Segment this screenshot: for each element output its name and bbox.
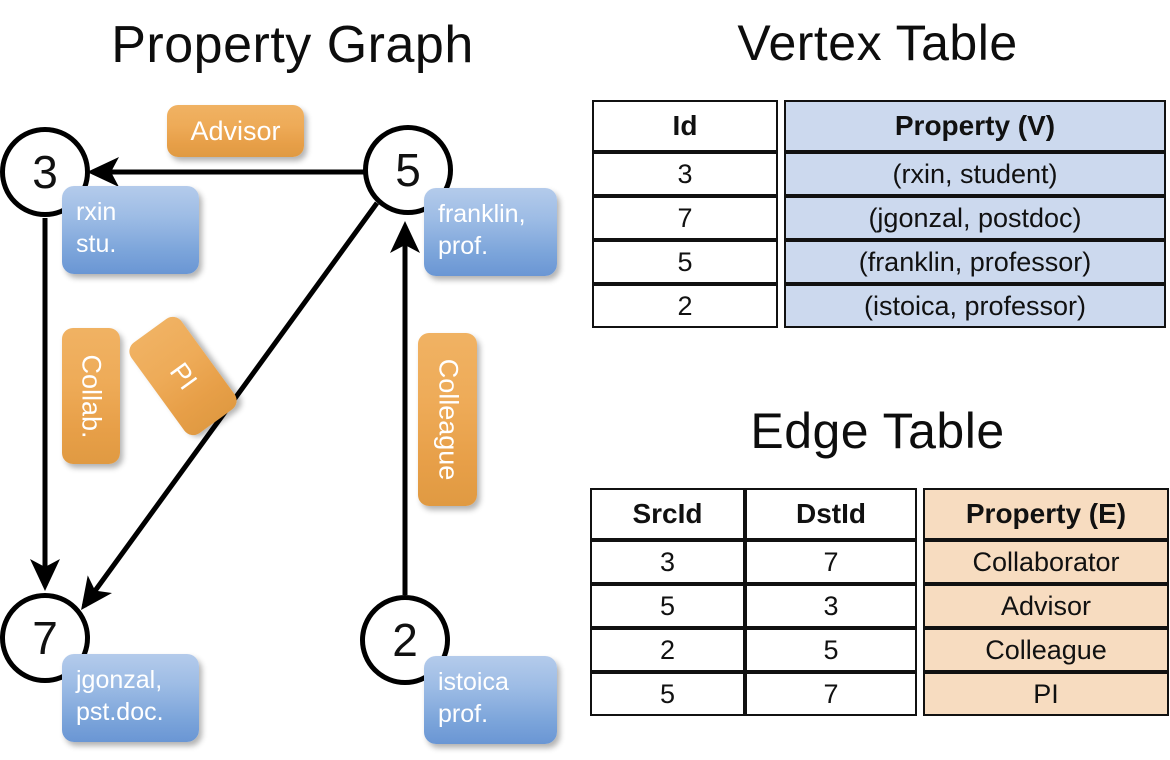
cell-id: 3 (592, 152, 778, 196)
node-property-line1: franklin, (438, 200, 526, 228)
table-row: 3 (rxin, student) (592, 152, 1166, 196)
table-row: 5 3 Advisor (590, 584, 1169, 628)
cell-property: Colleague (923, 628, 1169, 672)
cell-srcid: 5 (590, 584, 745, 628)
cell-srcid: 3 (590, 540, 745, 584)
cell-srcid: 5 (590, 672, 745, 716)
page-title-property-graph: Property Graph (111, 16, 474, 74)
page-title-vertex-table: Vertex Table (737, 15, 1018, 71)
cell-property: (istoica, professor) (784, 284, 1166, 328)
node-property-line2: prof. (438, 700, 489, 728)
column-header-id: Id (592, 100, 778, 152)
cell-property: (jgonzal, postdoc) (784, 196, 1166, 240)
edge-label-colleague: Colleague (418, 333, 477, 506)
node-property-callout-3: rxin stu. (62, 186, 199, 274)
cell-property: (rxin, student) (784, 152, 1166, 196)
table-header-row: SrcId DstId Property (E) (590, 488, 1169, 540)
edge-label-text: Collab. (76, 353, 107, 439)
cell-id: 2 (592, 284, 778, 328)
column-header-property-e: Property (E) (923, 488, 1169, 540)
cell-dstid: 5 (745, 628, 917, 672)
graph-node-5[interactable]: 5 (363, 125, 453, 215)
cell-dstid: 3 (745, 584, 917, 628)
cell-property: PI (923, 672, 1169, 716)
table-row: 5 (franklin, professor) (592, 240, 1166, 284)
cell-srcid: 2 (590, 628, 745, 672)
edge-label-text: Colleague (433, 358, 463, 481)
table-row: 3 7 Collaborator (590, 540, 1169, 584)
table-header-row: Id Property (V) (592, 100, 1166, 152)
node-property-line2: prof. (438, 232, 489, 260)
vertex-table: Id Property (V) 3 (rxin, student) 7 (jgo… (592, 100, 1166, 328)
cell-id: 7 (592, 196, 778, 240)
table-row: 5 7 PI (590, 672, 1169, 716)
node-property-callout-7: jgonzal, pst.doc. (62, 654, 199, 742)
edge-label-text: Advisor (190, 115, 281, 146)
node-property-line1: rxin (76, 198, 117, 226)
column-header-property-v: Property (V) (784, 100, 1166, 152)
graph-node-2[interactable]: 2 (360, 595, 450, 685)
table-row: 2 5 Colleague (590, 628, 1169, 672)
cell-property: Advisor (923, 584, 1169, 628)
cell-property: (franklin, professor) (784, 240, 1166, 284)
node-property-line1: jgonzal, (76, 666, 163, 694)
edge-label-text: PI (163, 356, 204, 395)
edge-label-collab: Collab. (62, 328, 120, 464)
column-header-dstid: DstId (745, 488, 917, 540)
node-property-line2: stu. (76, 230, 117, 258)
table-row: 2 (istoica, professor) (592, 284, 1166, 328)
node-property-line1: istoica (438, 668, 509, 696)
cell-dstid: 7 (745, 672, 917, 716)
edge-table: SrcId DstId Property (E) 3 7 Collaborato… (590, 488, 1169, 716)
edge-label-advisor: Advisor (167, 105, 304, 157)
page-title-edge-table: Edge Table (750, 403, 1005, 459)
cell-dstid: 7 (745, 540, 917, 584)
cell-property: Collaborator (923, 540, 1169, 584)
column-header-srcid: SrcId (590, 488, 745, 540)
node-property-callout-5: franklin, prof. (424, 188, 557, 276)
property-graph-diagram: 3 5 7 2 rxin stu. franklin, prof. jgonza… (0, 105, 557, 744)
cell-id: 5 (592, 240, 778, 284)
node-property-line2: pst.doc. (76, 698, 164, 726)
table-row: 7 (jgonzal, postdoc) (592, 196, 1166, 240)
node-property-callout-2: istoica prof. (424, 656, 557, 744)
